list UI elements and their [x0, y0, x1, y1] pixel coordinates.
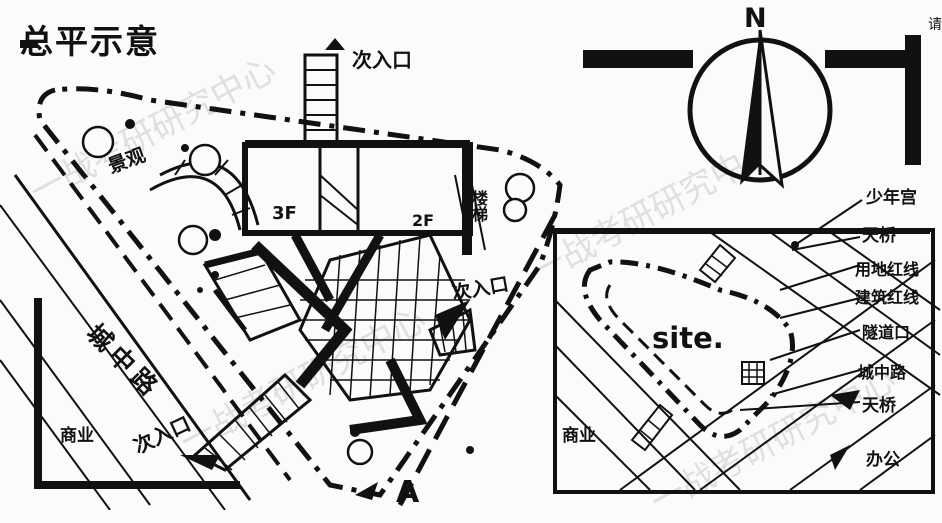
legend-item: 建筑红线: [855, 288, 920, 307]
label-section-a: A: [396, 475, 420, 510]
label-north: N: [744, 3, 767, 34]
tree-icon: [177, 224, 221, 256]
legend-item: 用地红线: [855, 260, 920, 279]
east-stair: [428, 300, 477, 357]
road-line: [0, 299, 151, 506]
label-commercial: 商业: [60, 426, 94, 446]
building-block: [242, 140, 473, 255]
entry-arrow-icon: [180, 455, 220, 470]
corner-bracket: [34, 298, 240, 489]
section-arrow-icon: [355, 482, 378, 500]
entry-arrow-icon: [325, 38, 345, 50]
corner-text: 请: [928, 17, 942, 33]
legend-item: 办公: [866, 450, 900, 470]
label-floor-3f: 3F: [272, 203, 297, 224]
page-title: 总平示意: [20, 22, 160, 61]
site-plan-drawing: [0, 29, 941, 510]
tree-icon: [81, 119, 135, 159]
label-site: site.: [652, 321, 724, 355]
legend-item: 隧道口: [862, 323, 911, 342]
tree-icon: [346, 427, 374, 466]
bollard-dot: [466, 446, 474, 454]
stair-hatch: [469, 174, 486, 251]
title-dash: [20, 40, 38, 48]
tree-icon: [181, 143, 222, 177]
legend-item: 天桥: [862, 226, 896, 246]
wall-line: [291, 232, 334, 303]
site-boundary-line: [36, 86, 563, 498]
wall-line: [251, 241, 353, 389]
north-stair: [303, 53, 339, 152]
legend-item: 天桥: [862, 396, 896, 416]
road-line: [0, 204, 226, 510]
tree-icon: [502, 172, 536, 223]
label-secondary-entry-north: 次入口: [352, 48, 412, 72]
legend-item: 少年宫: [866, 188, 917, 208]
sketch-canvas: 一战考研研究中心 一战考研研究中心 一战考研研究中心 一战考研研究中心: [0, 3, 942, 522]
bollard-dot: [211, 271, 219, 279]
sw-stair: [192, 372, 313, 472]
stair-hatch: [454, 174, 471, 251]
road-edge-line: [33, 133, 292, 482]
label-stair: 楼梯: [469, 190, 488, 222]
label-floor-2f: 2F: [412, 211, 435, 230]
wall-line: [349, 357, 428, 435]
label-context-commercial: 商业: [562, 426, 596, 446]
north-arrow-icon: [583, 29, 921, 189]
context-map: [553, 199, 941, 494]
legend-item: 城中路: [858, 363, 907, 382]
landscape-path: [149, 175, 242, 231]
west-wing: [202, 248, 303, 342]
road-edge-line: [397, 213, 558, 507]
road-edge-line: [13, 174, 252, 501]
bollard-dot: [197, 287, 203, 293]
wall-line: [321, 232, 384, 333]
